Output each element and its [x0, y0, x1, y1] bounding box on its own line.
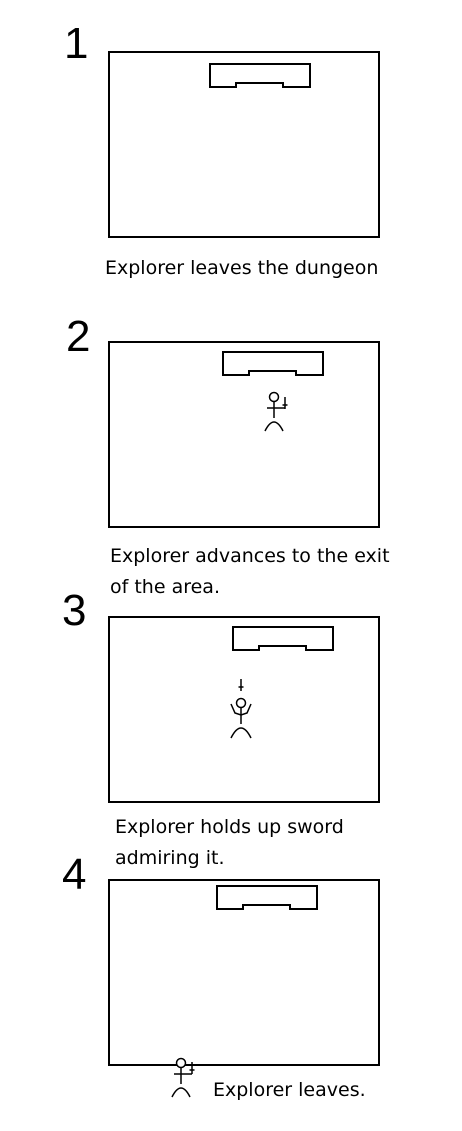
- panel-number-2: 2: [66, 312, 91, 361]
- dungeon-exit-icon: [222, 351, 324, 376]
- caption-line: Explorer holds up sword: [115, 816, 344, 838]
- stick-figure-explorer-icon: [171, 1057, 195, 1098]
- panel-caption-3: Explorer holds up sword admiring it.: [115, 812, 344, 874]
- panel-frame-2: [108, 341, 380, 528]
- caption-line: Explorer leaves the dungeon: [105, 257, 379, 279]
- sword-icon: [238, 679, 244, 691]
- panel-number-4: 4: [62, 850, 87, 899]
- caption-line: Explorer leaves.: [213, 1079, 366, 1101]
- panel-caption-1: Explorer leaves the dungeon: [105, 253, 378, 284]
- stick-figure-explorer-icon: [264, 391, 288, 432]
- caption-line: Explorer advances to the exit: [110, 545, 390, 567]
- dungeon-exit-icon: [232, 626, 334, 651]
- sword-icon: [189, 1062, 195, 1074]
- panel-frame-4: [108, 879, 380, 1066]
- panel-number-1: 1: [64, 19, 89, 68]
- panel-frame-3: [108, 616, 380, 803]
- dungeon-exit-icon: [209, 63, 311, 88]
- caption-line: admiring it.: [115, 847, 225, 869]
- panel-caption-4: Explorer leaves.: [213, 1075, 366, 1106]
- dungeon-exit-icon: [216, 885, 318, 910]
- panel-number-3: 3: [62, 586, 87, 635]
- caption-line: of the area.: [110, 576, 220, 598]
- panel-frame-1: [108, 51, 380, 238]
- stick-figure-explorer-icon: [230, 679, 252, 739]
- panel-caption-2: Explorer advances to the exit of the are…: [110, 541, 390, 603]
- sword-icon: [282, 397, 288, 409]
